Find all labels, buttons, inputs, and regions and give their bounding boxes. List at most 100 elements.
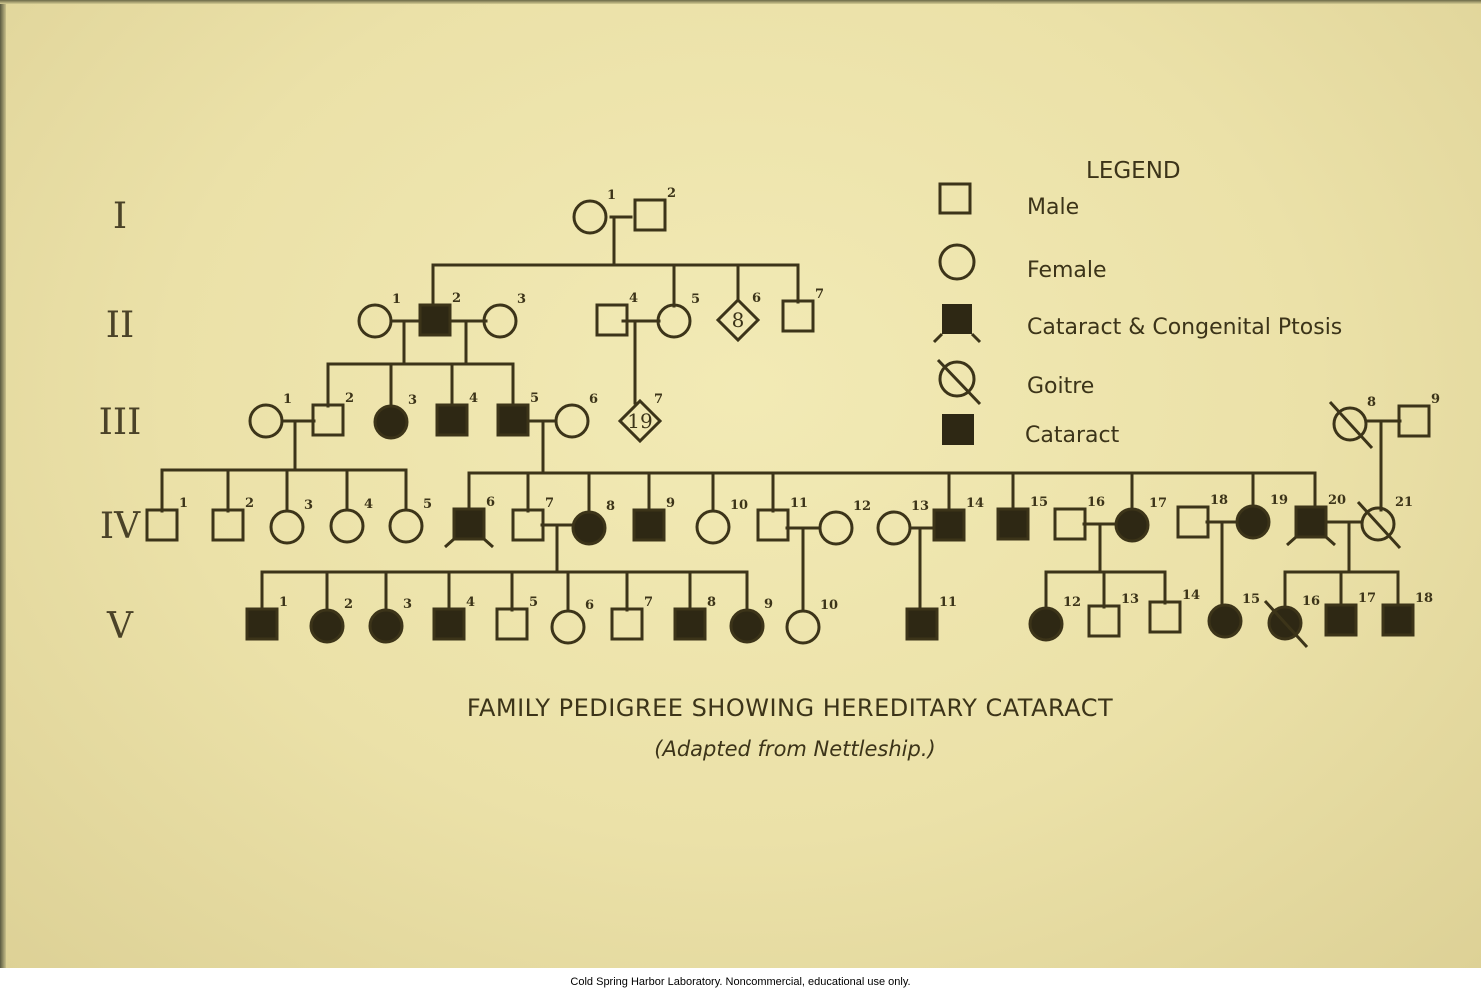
individual-IV-3: 3 <box>269 498 313 545</box>
male-icon <box>595 303 629 337</box>
individual-number: 1 <box>607 188 616 203</box>
individual-IV-7: 7 <box>511 496 554 542</box>
affected-female-icon <box>1207 603 1243 639</box>
individual-V-18: 18 <box>1381 591 1433 637</box>
individual-number: 14 <box>1182 588 1200 603</box>
individual-number: 10 <box>820 598 838 613</box>
affected-male-icon <box>496 403 530 437</box>
individual-number: 13 <box>1121 592 1139 607</box>
individual-IV-12: 12 <box>818 499 871 546</box>
female-icon <box>482 303 518 339</box>
individual-number: 5 <box>691 292 700 307</box>
individual-number: 12 <box>1063 595 1081 610</box>
cataract-square-icon <box>942 414 974 445</box>
individual-number: 11 <box>790 496 808 511</box>
individual-III-8: 8 <box>1328 395 1376 450</box>
individual-IV-15: 15 <box>996 495 1048 541</box>
male-icon <box>1053 507 1087 541</box>
individual-number: 20 <box>1328 493 1346 508</box>
female-icon <box>388 508 424 544</box>
affected-male-icon <box>432 607 466 641</box>
individual-number: 17 <box>1149 496 1167 511</box>
individual-V-10: 10 <box>785 598 838 645</box>
individual-III-2: 2 <box>311 391 354 437</box>
affected-male-icon <box>1324 603 1358 637</box>
individual-number: 2 <box>452 291 461 306</box>
individual-IV-14: 14 <box>932 496 984 542</box>
individual-number: 7 <box>654 392 663 407</box>
individual-I-2: 2 <box>633 186 676 232</box>
legend-title: LEGEND <box>1086 158 1181 184</box>
goitre-icon <box>938 360 976 398</box>
individual-number: 9 <box>1431 392 1440 407</box>
individual-V-1: 1 <box>245 595 288 641</box>
individual-IV-2: 2 <box>211 496 254 542</box>
ptosis-mark-icon <box>444 537 494 549</box>
individual-III-7: 197 <box>617 392 663 444</box>
individual-V-8: 8 <box>673 595 716 641</box>
individual-number: 7 <box>644 595 653 610</box>
individual-number: 21 <box>1395 495 1413 510</box>
individual-II-7: 7 <box>781 287 824 333</box>
affected-female-icon <box>373 404 409 440</box>
affected-female-icon <box>368 608 404 644</box>
individual-number: 9 <box>666 496 675 511</box>
individual-number: 10 <box>730 498 748 513</box>
male-icon <box>211 508 245 542</box>
male-icon <box>1176 505 1210 539</box>
individual-number: 4 <box>629 291 638 306</box>
individual-number: 16 <box>1087 495 1105 510</box>
individual-number: 18 <box>1415 591 1433 606</box>
individual-V-5: 5 <box>495 595 538 641</box>
individual-III-5: 5 <box>496 391 539 437</box>
affected-male-icon <box>418 303 452 337</box>
legend-item-male: Male <box>938 182 1079 220</box>
affected-female-icon <box>1235 504 1271 540</box>
female-icon <box>785 609 821 645</box>
female-icon <box>554 403 590 439</box>
individual-V-15: 15 <box>1207 592 1260 639</box>
male-icon <box>1087 604 1121 638</box>
individual-IV-19: 19 <box>1235 493 1288 540</box>
individual-number: 5 <box>530 391 539 406</box>
individual-IV-10: 10 <box>695 498 748 545</box>
female-icon <box>1332 406 1368 442</box>
female-icon <box>357 303 393 339</box>
generation-label: IV <box>100 506 141 547</box>
male-icon <box>1148 600 1182 634</box>
individual-number: 8 <box>1367 395 1376 410</box>
affected-male-icon <box>905 607 939 641</box>
male-icon <box>610 607 644 641</box>
affected-female-icon <box>309 608 345 644</box>
male-icon <box>1397 404 1431 438</box>
affected-male-icon <box>673 607 707 641</box>
male-icon <box>495 607 529 641</box>
individual-number: 2 <box>245 496 254 511</box>
individual-number: 13 <box>911 499 929 514</box>
male-icon <box>633 198 667 232</box>
individual-number: 5 <box>423 497 432 512</box>
female-icon <box>1360 506 1396 542</box>
individual-V-9: 9 <box>729 597 773 644</box>
individual-II-1: 1 <box>357 292 401 339</box>
individual-II-4: 4 <box>595 291 638 337</box>
individual-II-5: 5 <box>656 292 700 339</box>
female-circle-icon <box>938 243 976 281</box>
individual-number: 1 <box>392 292 401 307</box>
individual-number: 4 <box>469 391 478 406</box>
figure-title: FAMILY PEDIGREE SHOWING HEREDITARY CATAR… <box>467 694 1113 722</box>
affected-male-icon <box>452 507 486 541</box>
individual-number: 7 <box>545 496 554 511</box>
credit-line: Cold Spring Harbor Laboratory. Noncommer… <box>570 976 911 988</box>
individual-IV-1: 1 <box>145 496 188 542</box>
affected-male-icon <box>932 508 966 542</box>
individual-III-3: 3 <box>373 393 417 440</box>
individual-V-7: 7 <box>610 595 653 641</box>
individual-V-13: 13 <box>1087 592 1139 638</box>
ptosis-mark-icon <box>1286 535 1336 547</box>
sibling-count: 8 <box>732 308 745 332</box>
unknown-sex-diamond-icon <box>617 398 663 444</box>
goitre-slash-icon <box>1263 599 1309 649</box>
